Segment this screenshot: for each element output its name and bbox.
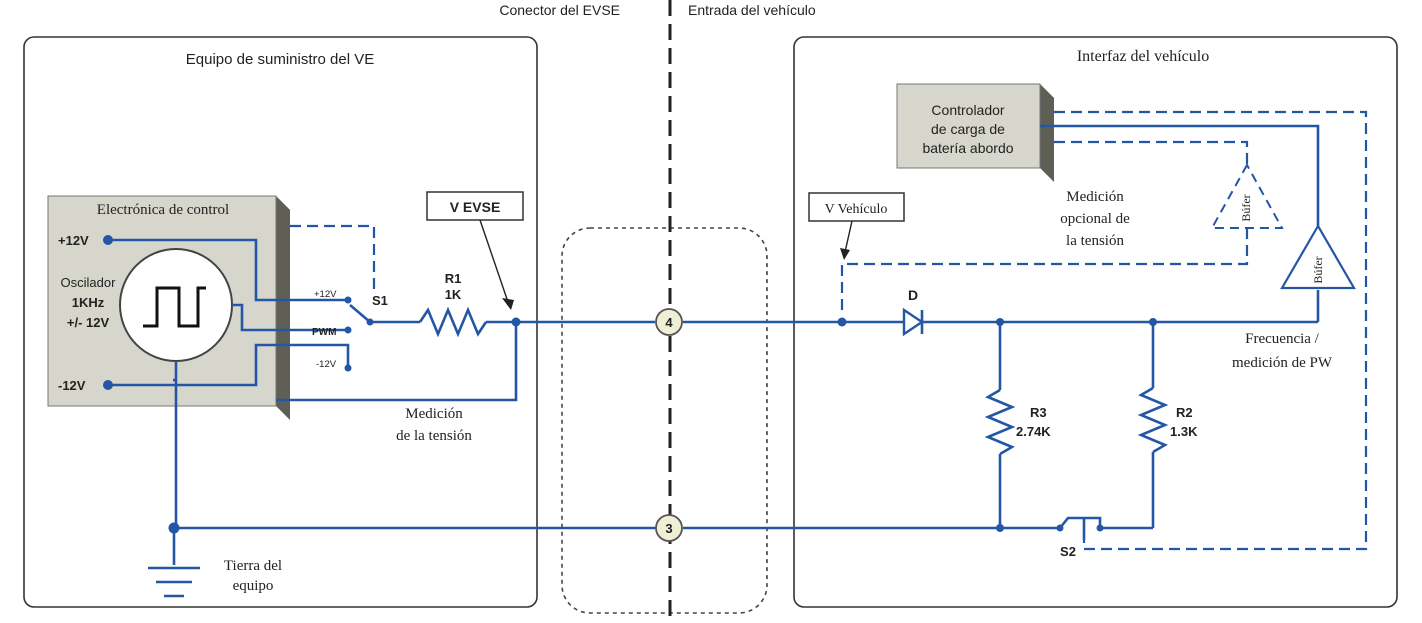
optional-measurement-dashed-top <box>1054 140 1249 165</box>
v-evse-label: V EVSE <box>450 199 501 215</box>
r3-top-node <box>996 318 1004 326</box>
diode-label: D <box>908 287 918 303</box>
evse-equipment-title: Equipo de suministro del VE <box>186 51 374 68</box>
charge-controller-line1: Controlador <box>931 102 1004 118</box>
connector-region <box>561 227 768 614</box>
voltage-measurement-line2: de la tensión <box>396 428 472 444</box>
r2-value: 1.3K <box>1170 424 1198 439</box>
freq-measurement-line2: medición de PW <box>1232 355 1333 371</box>
voltage-measurement-line1: Medición <box>405 406 463 422</box>
s2-contact-left <box>1056 524 1064 532</box>
s1-label: S1 <box>372 293 388 308</box>
pin4-circle <box>655 308 683 336</box>
switch-contact-pwm <box>344 326 352 334</box>
control-electronics-title: Electrónica de control <box>97 202 229 218</box>
minus12v-label: -12V <box>58 378 86 393</box>
connector-label: Conector del EVSE <box>499 2 620 18</box>
equipment-ground-line1: Tierra del <box>224 558 282 574</box>
inlet-label: Entrada del vehículo <box>688 2 816 18</box>
pin3-circle <box>655 514 683 542</box>
r2-top-node <box>1149 318 1157 326</box>
s2-control-dashed <box>1054 110 1368 551</box>
s2-contact-right <box>1096 524 1104 532</box>
optional-measurement-line2: opcional de <box>1060 211 1130 227</box>
r2-label: R2 <box>1176 405 1193 420</box>
charge-controller-line2: de carga de <box>931 121 1005 137</box>
optional-measurement-line3: la tensión <box>1066 233 1124 249</box>
switch-minus12v-label: -12V <box>316 359 337 370</box>
r1-label: R1 <box>445 271 462 286</box>
v-evse-arrowhead <box>502 298 514 310</box>
switch-plus12v-label: +12V <box>314 289 337 300</box>
pin3-label: 3 <box>665 521 672 536</box>
square-wave-icon <box>143 286 206 328</box>
v-vehicle-arrowhead <box>840 248 850 260</box>
ground-symbol <box>148 566 200 598</box>
v-evse-callout-box <box>426 191 524 221</box>
v-vehicle-callout-box <box>808 192 905 222</box>
pin4-label: 4 <box>665 315 673 330</box>
freq-measurement-line1: Frecuencia / <box>1245 331 1320 347</box>
v-vehicle-label: V Vehículo <box>825 202 888 217</box>
oscillator-label-line1: Oscilador <box>61 275 117 290</box>
r3-bottom-node <box>996 524 1004 532</box>
optional-measurement-line1: Medición <box>1066 189 1124 205</box>
switch-contact-minus12v <box>344 364 352 372</box>
switch-pivot <box>366 318 374 326</box>
charge-controller-line3: batería abordo <box>922 140 1013 156</box>
buffer-label: Búfer <box>1311 256 1325 283</box>
r3-label: R3 <box>1030 405 1047 420</box>
r1-value: 1K <box>445 287 462 302</box>
oscillator-label-line2: 1KHz <box>72 295 105 310</box>
oscillator-circle <box>119 248 233 362</box>
switch-contact-plus12v <box>344 296 352 304</box>
v-evse-node <box>511 317 521 327</box>
r3-value: 2.74K <box>1016 424 1051 439</box>
oscillator-label-line3: +/- 12V <box>67 315 110 330</box>
vehicle-wiring <box>842 124 1320 540</box>
v-vehicle-arrow <box>844 220 853 253</box>
v-evse-arrow <box>479 219 509 303</box>
vehicle-interface-title: Interfaz del vehículo <box>1077 48 1209 65</box>
plus12v-label: +12V <box>58 233 89 248</box>
buffer-triangle <box>1280 223 1356 290</box>
charge-controller-box <box>896 83 1054 182</box>
switch-pwm-label: PWM <box>312 327 336 338</box>
s1-control-dashed <box>290 224 376 290</box>
v-vehicle-node <box>837 317 847 327</box>
ground-node <box>168 522 180 534</box>
minus12v-terminal <box>103 380 113 390</box>
s2-label: S2 <box>1060 544 1076 559</box>
equipment-ground-line2: equipo <box>233 578 274 594</box>
plus12v-terminal <box>103 235 113 245</box>
optional-buffer-label: Búfer <box>1239 194 1253 221</box>
optional-measurement-dashed-bottom <box>840 228 1249 316</box>
